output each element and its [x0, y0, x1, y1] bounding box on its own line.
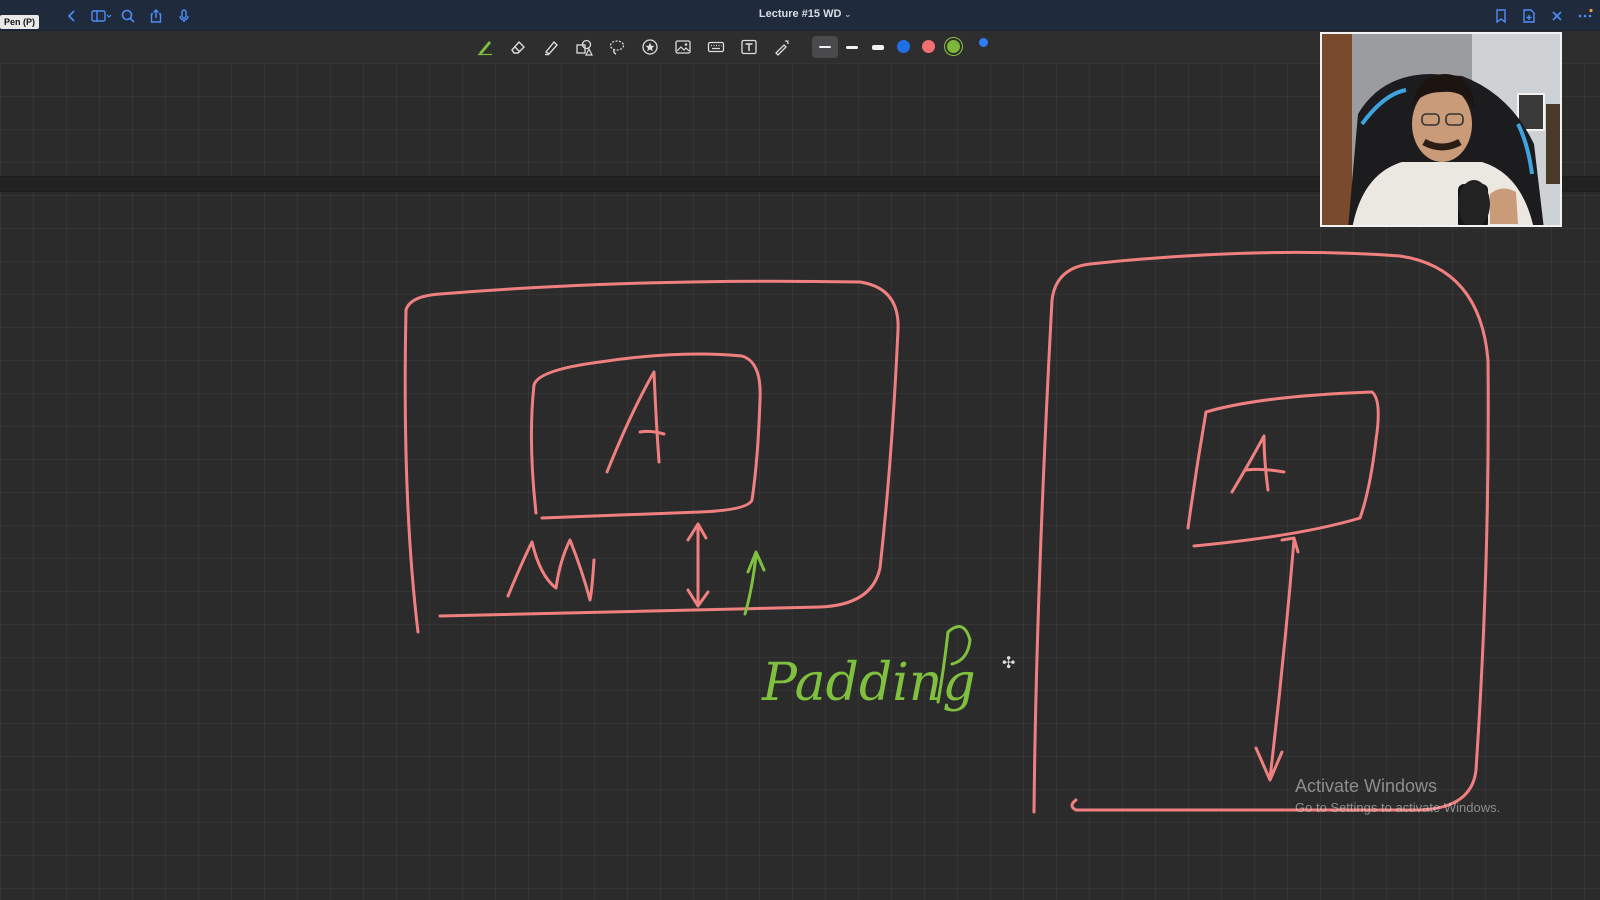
presenter-video: [1322, 34, 1560, 225]
document-title-text: Lecture #15 WD: [758, 8, 842, 20]
document-title[interactable]: Lecture #15 WD⌄: [700, 8, 910, 20]
close-icon[interactable]: [1547, 6, 1567, 26]
image-icon[interactable]: [671, 36, 695, 58]
sticker-icon[interactable]: [638, 36, 662, 58]
keyboard-icon[interactable]: [704, 36, 728, 58]
shapes-icon[interactable]: [572, 36, 596, 58]
watermark-subtitle: Go to Settings to activate Windows.: [1295, 800, 1501, 815]
page-separator: [0, 176, 1600, 192]
back-icon[interactable]: [62, 6, 82, 26]
custom-color-button[interactable]: [979, 38, 988, 47]
lasso-icon[interactable]: [605, 36, 629, 58]
webcam-overlay: [1320, 32, 1562, 227]
highlighter-icon[interactable]: [539, 36, 563, 58]
text-box-icon[interactable]: [737, 36, 761, 58]
activation-watermark: Activate Windows Go to Settings to activ…: [1295, 776, 1500, 815]
new-page-icon[interactable]: [1519, 6, 1539, 26]
stroke-medium-button[interactable]: [840, 36, 864, 58]
search-icon[interactable]: [118, 6, 138, 26]
chevron-down-icon: ⌄: [844, 10, 852, 19]
watermark-title: Activate Windows: [1295, 776, 1438, 796]
color-swatch-green[interactable]: [947, 40, 960, 53]
laser-pointer-icon[interactable]: [770, 36, 794, 58]
microphone-icon[interactable]: [174, 6, 194, 26]
color-swatch-blue[interactable]: [897, 40, 910, 53]
color-swatch-pink[interactable]: [922, 40, 935, 53]
share-icon[interactable]: [146, 6, 166, 26]
title-bar: Pen (P) Lecture #15 WD⌄: [0, 0, 1600, 31]
eraser-icon[interactable]: [506, 36, 530, 58]
tool-tooltip: Pen (P): [0, 15, 40, 29]
sidebar-icon[interactable]: [88, 6, 114, 26]
pen-icon[interactable]: [473, 36, 497, 58]
more-icon[interactable]: [1575, 6, 1595, 26]
stroke-thin-button[interactable]: [812, 36, 838, 58]
stroke-thick-button[interactable]: [866, 36, 890, 58]
bookmark-icon[interactable]: [1491, 6, 1511, 26]
